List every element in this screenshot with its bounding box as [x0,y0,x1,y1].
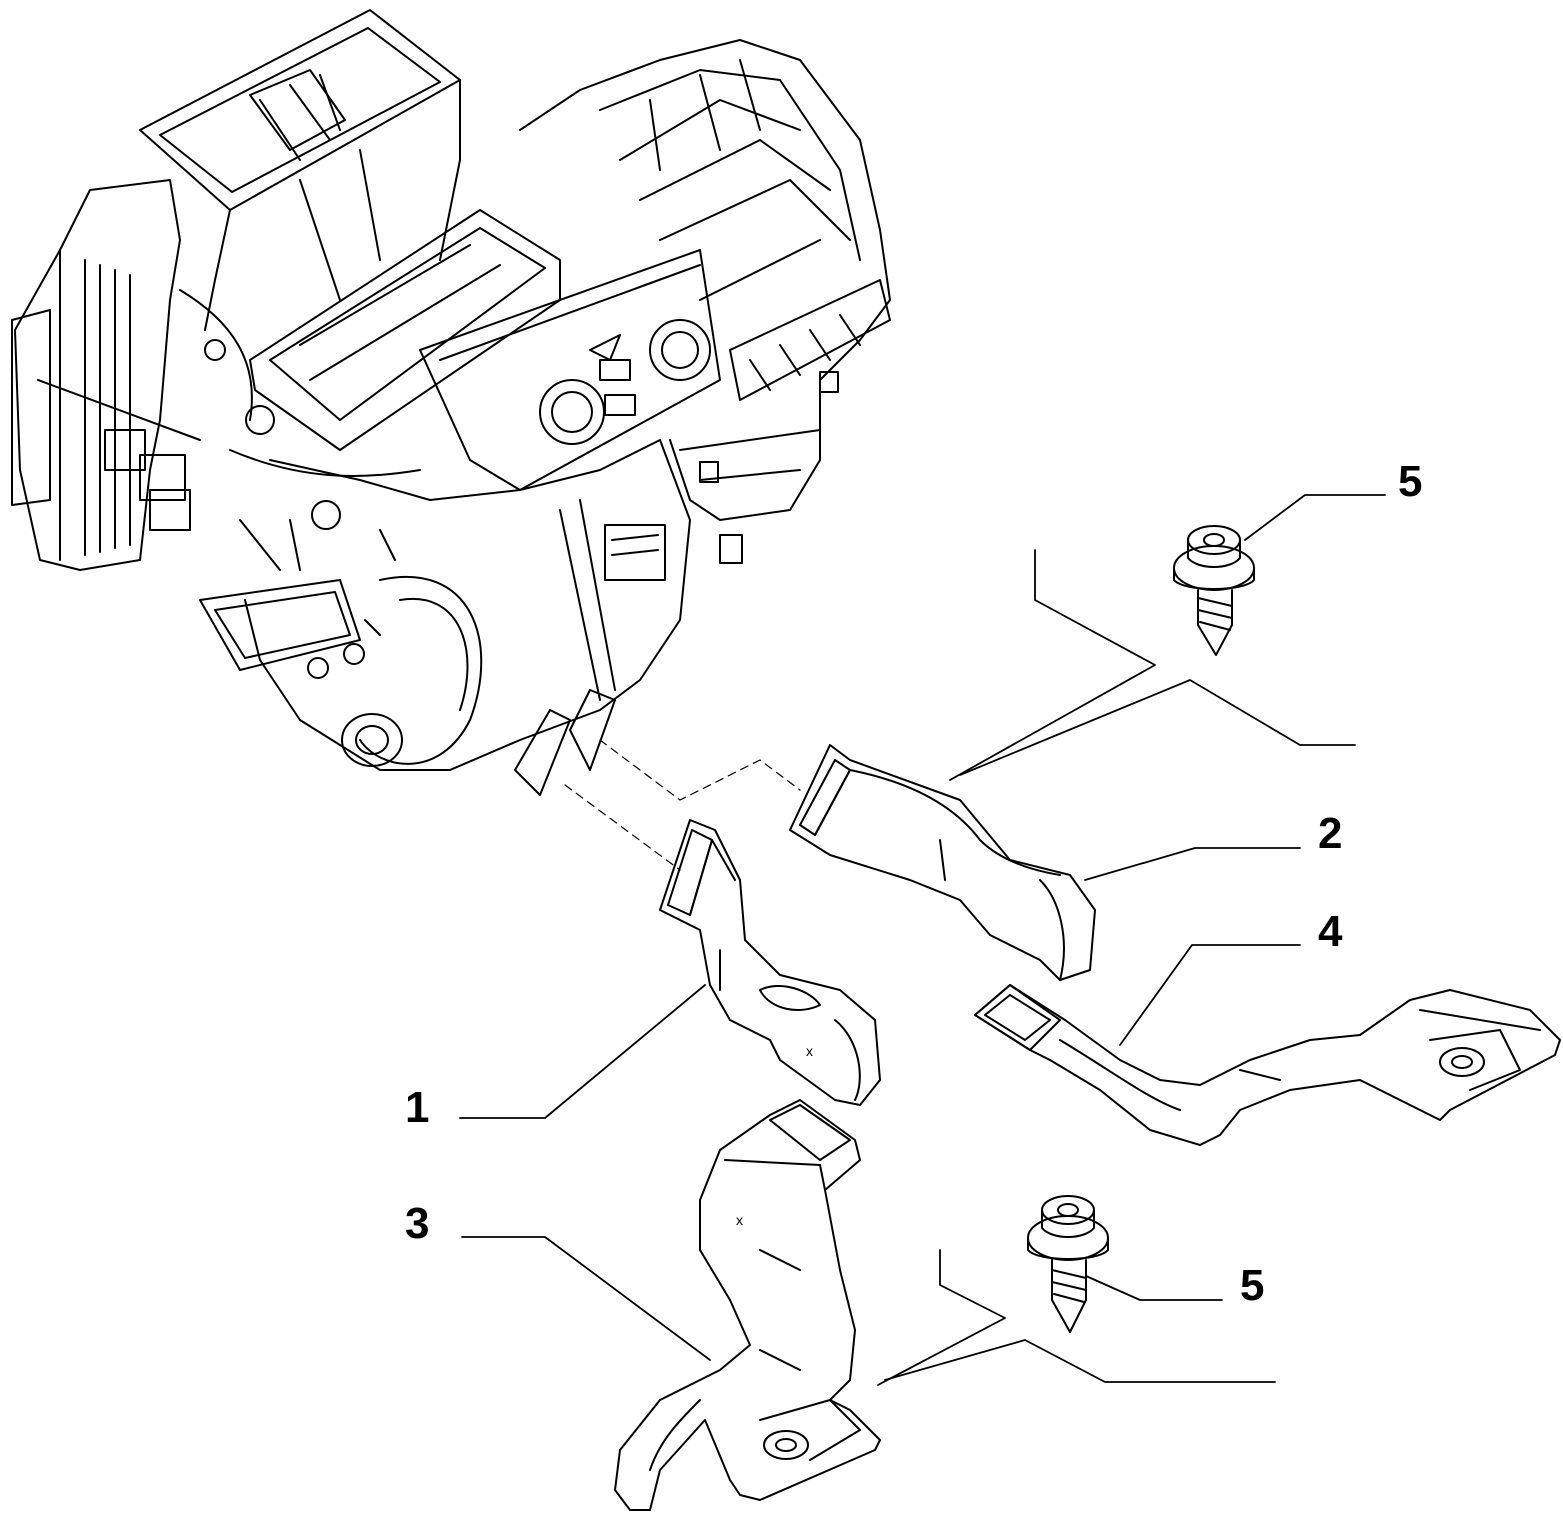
bracket-lower [878,1250,1005,1385]
duct-3-x-mark: x [736,1212,743,1228]
leader-4 [1120,945,1300,1045]
duct-2 [790,745,1095,980]
callout-part-3: 3 [405,1199,430,1248]
callout-part-5-lower: 5 [1240,1261,1265,1310]
leader-lines [460,495,1385,1385]
callout-part-4: 4 [1318,907,1343,956]
callout-part-5-upper: 5 [1398,457,1423,506]
callout-part-1: 1 [405,1083,430,1132]
callout-part-2: 2 [1318,809,1343,858]
hvac-heater-unit [12,10,890,795]
alignment-lines [565,740,800,870]
leader-1 [460,985,705,1118]
bracket-lower-2 [885,1340,1275,1382]
duct-3 [615,1100,880,1510]
duct-1 [660,820,880,1105]
duct-4 [975,985,1560,1145]
leader-3 [462,1237,710,1360]
screw-lower [1028,1196,1108,1332]
screw-upper [1174,526,1254,655]
duct-1-x-mark: x [806,1043,813,1059]
leader-5-lower [1086,1276,1222,1300]
bracket-upper [950,550,1155,780]
leader-5-upper [1245,495,1385,540]
bracket-upper-2 [960,680,1355,775]
leader-2 [1085,848,1300,880]
